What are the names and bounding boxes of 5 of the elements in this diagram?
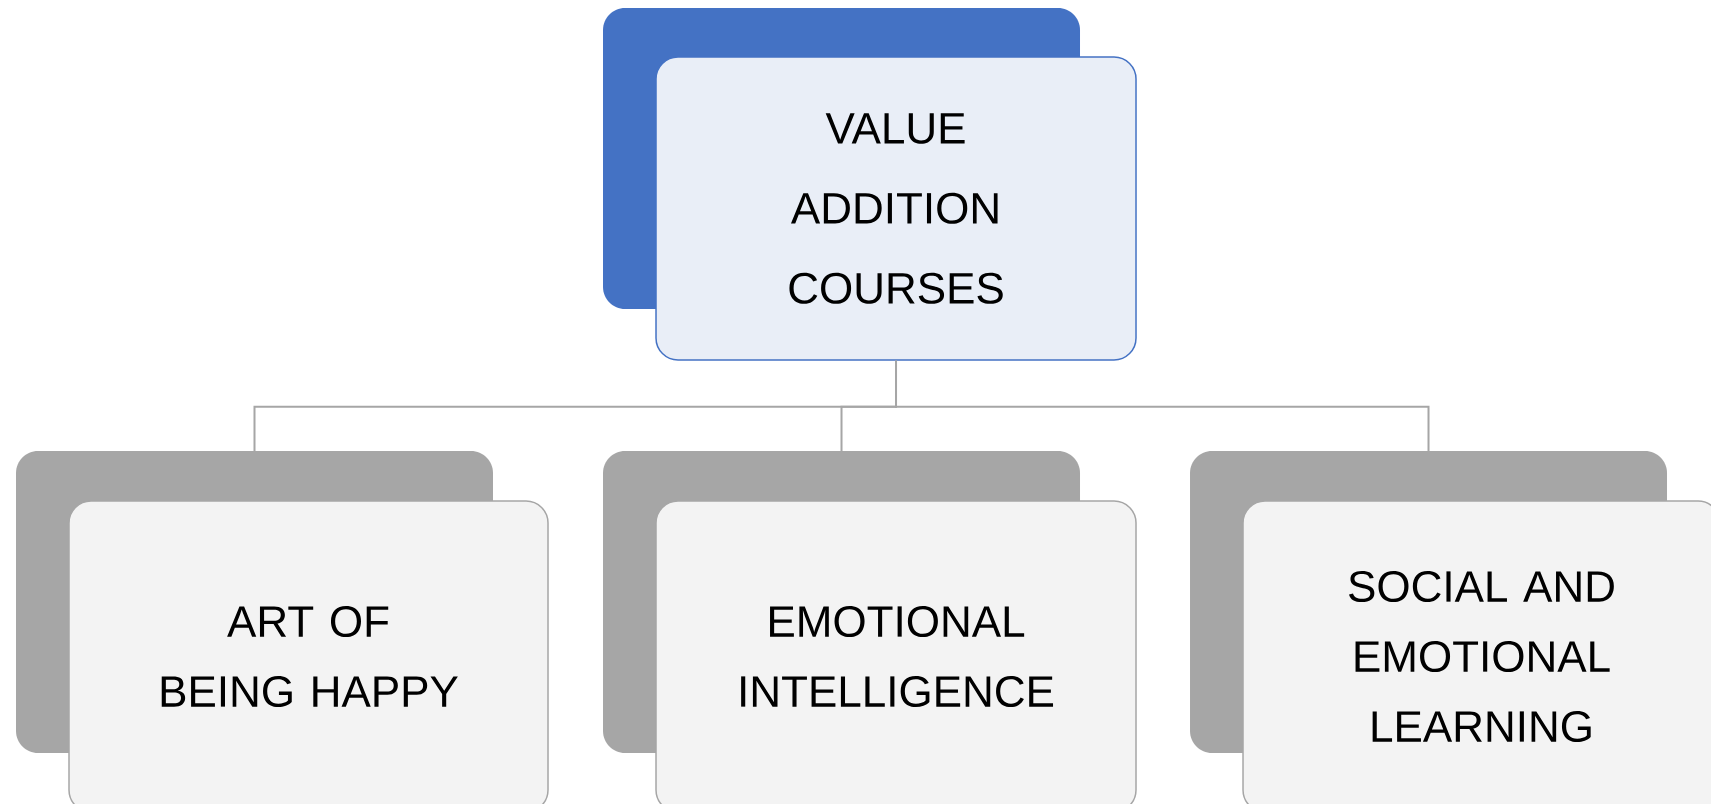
connector-line bbox=[895, 359, 1430, 452]
course-box: SOCIAL AND EMOTIONAL LEARNING bbox=[1190, 451, 1711, 804]
course-box: EMOTIONAL INTELLIGENCE bbox=[603, 451, 1137, 804]
course-box: VALUE ADDITION COURSES bbox=[603, 8, 1137, 361]
course-box: ART OF BEING HAPPY bbox=[16, 451, 549, 804]
